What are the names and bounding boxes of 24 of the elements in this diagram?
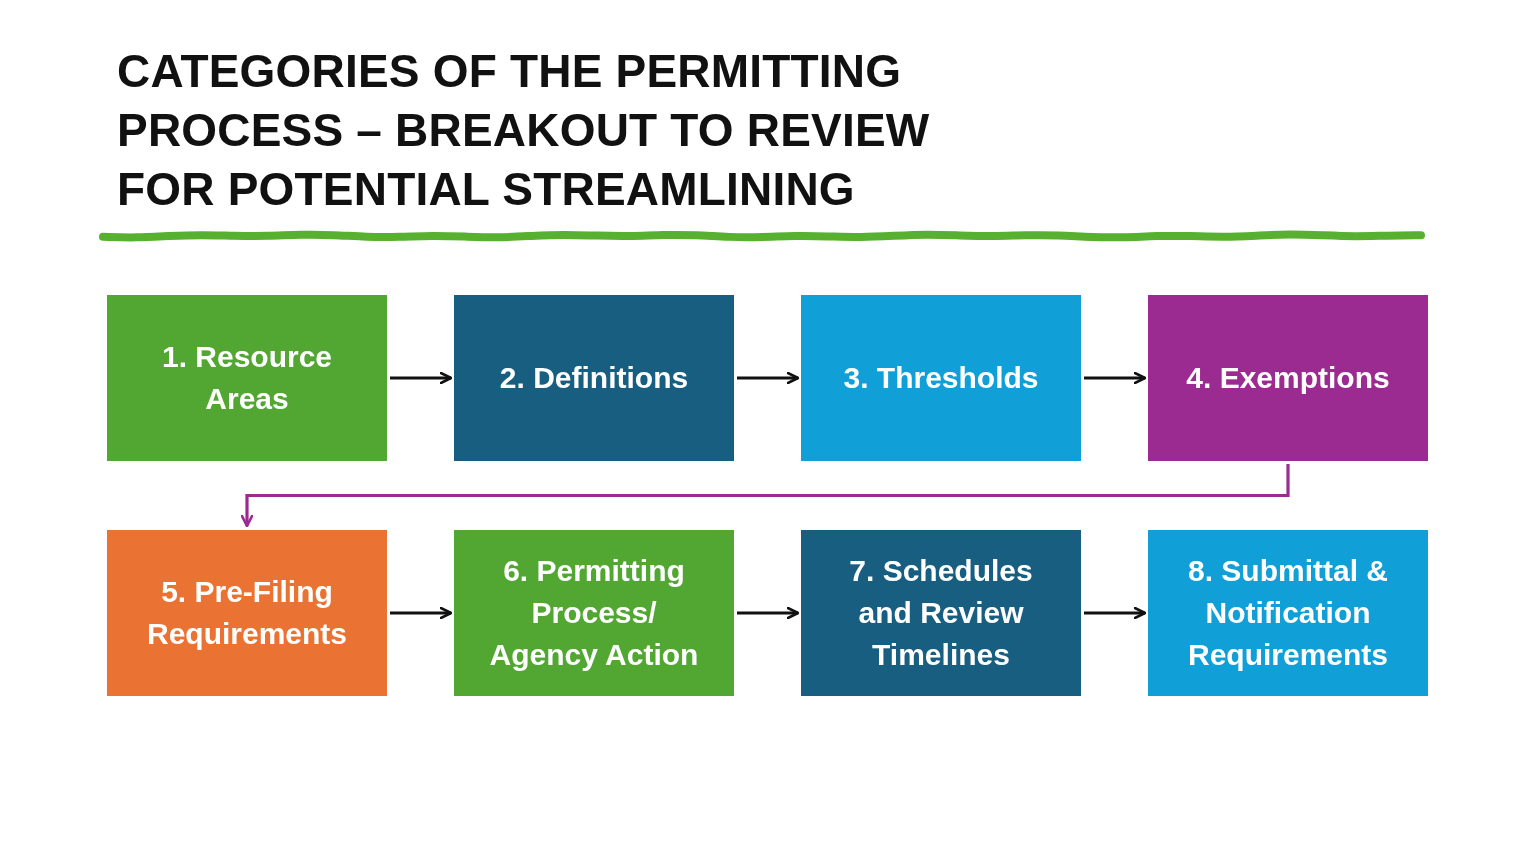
step-label: 8. Submittal & Notification Requirements — [1186, 553, 1390, 673]
step-label: 2. Definitions — [499, 360, 689, 396]
process-box — [454, 530, 734, 696]
step-label: 7. Schedules and Review Timelines — [848, 553, 1034, 673]
process-box — [801, 530, 1081, 696]
process-box — [1148, 295, 1428, 461]
arrow — [1084, 371, 1147, 385]
step-label: 5. Pre-Filing Requirements — [145, 574, 349, 652]
arrow — [390, 371, 453, 385]
arrow — [390, 606, 453, 620]
process-box — [107, 530, 387, 696]
arrow — [1084, 606, 1147, 620]
arrow — [737, 606, 800, 620]
step-label: 3. Thresholds — [843, 360, 1039, 396]
title: CATEGORIES OF THE PERMITTING PROCESS – BREAKOUT TO REVIEW FOR POTENTIAL STREAMLINING — [117, 44, 931, 217]
arrow — [737, 371, 800, 385]
step-label: 1. Resource Areas — [160, 339, 334, 417]
step-label: 6. Permitting Process/ Agency Action — [488, 553, 700, 673]
arrow — [240, 464, 1290, 528]
process-box — [454, 295, 734, 461]
process-box — [107, 295, 387, 461]
step-label: 4. Exemptions — [1186, 360, 1390, 396]
process-box — [1148, 530, 1428, 696]
process-box — [801, 295, 1081, 461]
